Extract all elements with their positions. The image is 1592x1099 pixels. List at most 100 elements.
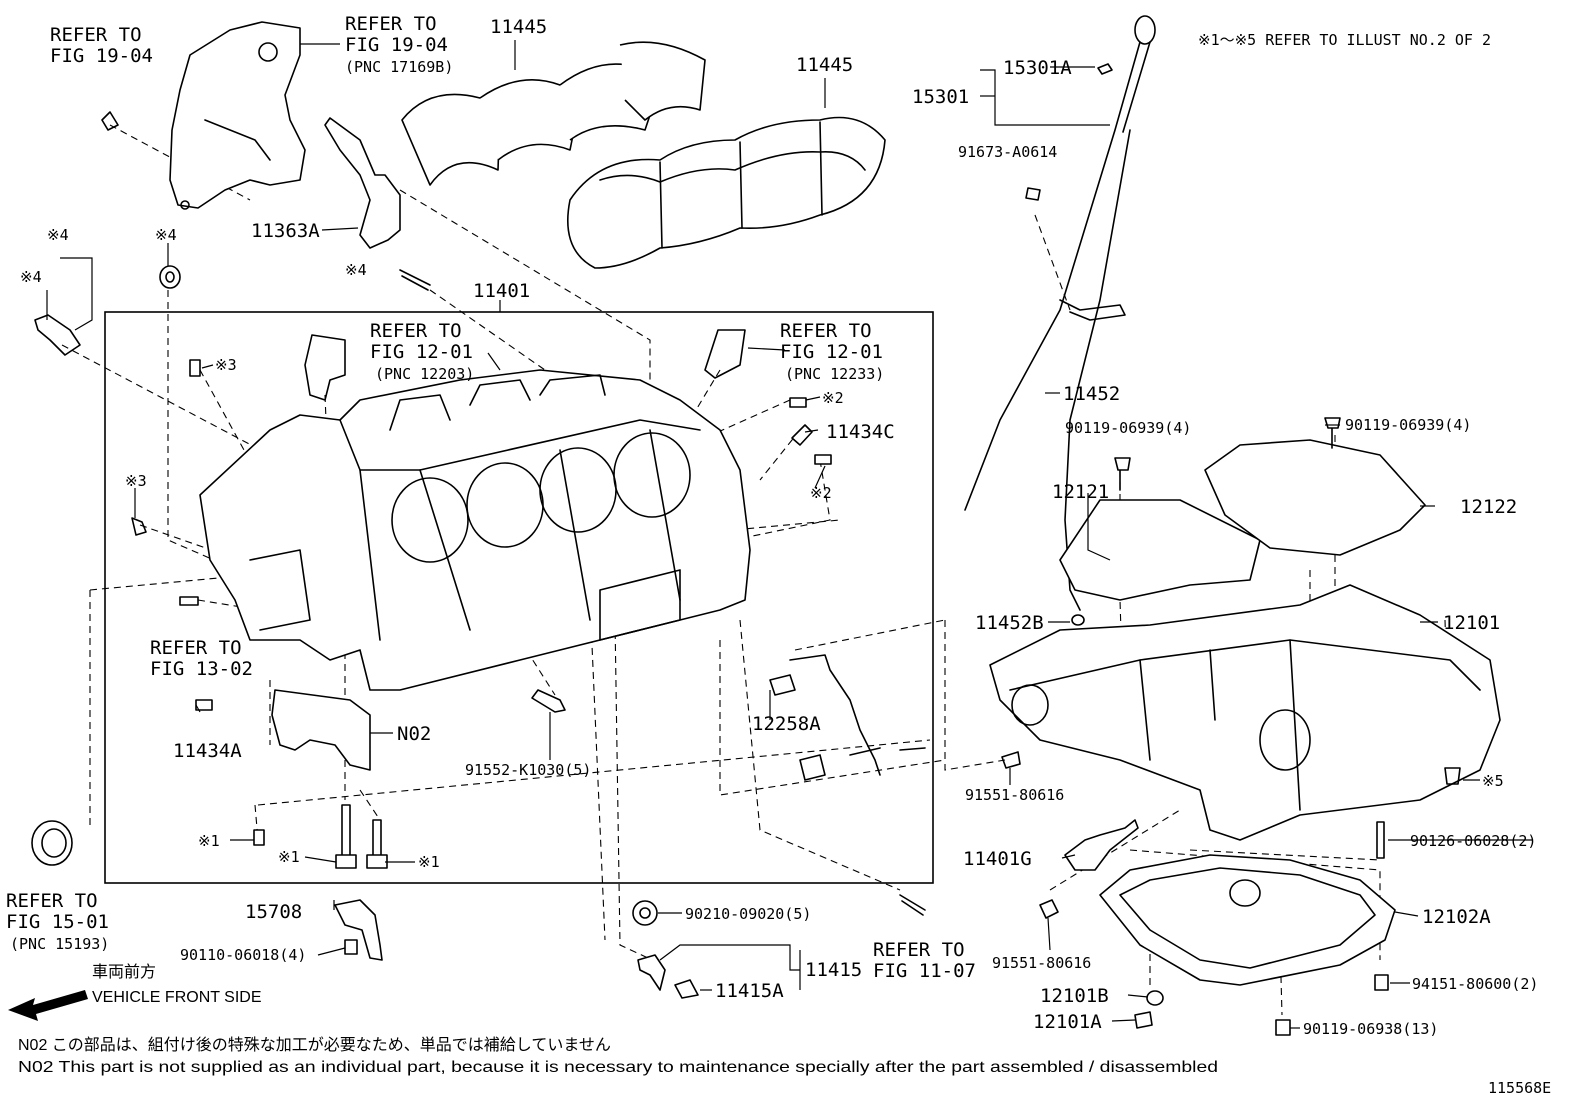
part-label-90119-06939-b[interactable]: 90119-06939(4) bbox=[1345, 416, 1471, 434]
sensor-cap-right bbox=[704, 329, 746, 379]
part-label-11415[interactable]: 11415 bbox=[805, 959, 862, 981]
front-direction-arrow-icon bbox=[8, 990, 88, 1021]
sensor-15708 bbox=[334, 899, 383, 961]
washer-90210 bbox=[632, 900, 658, 926]
ref-fig-15-01-line2[interactable]: FIG 15-01 bbox=[6, 911, 109, 933]
part-label-15301a[interactable]: 15301A bbox=[1003, 57, 1072, 79]
stud-11-07 bbox=[899, 894, 926, 916]
ref-fig-12-01-b-line1[interactable]: REFER TO bbox=[780, 320, 872, 342]
oil-pan-lower bbox=[1099, 854, 1396, 986]
ref-fig-19-04-b-line3: (PNC 17169B) bbox=[345, 58, 453, 76]
dipstick bbox=[964, 15, 1156, 626]
solid-leaders bbox=[46, 40, 1532, 1029]
mark-3-b: ※3 bbox=[125, 472, 147, 490]
part-label-90119-06939-a[interactable]: 90119-06939(4) bbox=[1065, 419, 1191, 437]
part-label-11445-b[interactable]: 11445 bbox=[796, 54, 853, 76]
bracket-11363a bbox=[324, 117, 401, 249]
ref-fig-12-01-a-line2[interactable]: FIG 12-01 bbox=[370, 341, 473, 363]
part-label-12101a[interactable]: 12101A bbox=[1033, 1011, 1102, 1033]
cap-bolts bbox=[253, 804, 388, 869]
part-label-91551-80616-b[interactable]: 91551-80616 bbox=[992, 954, 1091, 972]
part-label-11434a[interactable]: 11434A bbox=[173, 740, 242, 762]
ref-fig-11-07-line2[interactable]: FIG 11-07 bbox=[873, 960, 976, 982]
drain-plug-12101a bbox=[1134, 1011, 1153, 1029]
ref-fig-12-01-a-line1[interactable]: REFER TO bbox=[370, 320, 462, 342]
part-label-15301[interactable]: 15301 bbox=[912, 86, 969, 108]
bearing-shells-lower bbox=[567, 116, 886, 269]
part-label-11434c[interactable]: 11434C bbox=[826, 421, 895, 443]
mark-3-a: ※3 bbox=[215, 356, 237, 374]
ref-fig-19-04-a-line2[interactable]: FIG 19-04 bbox=[50, 45, 153, 67]
mark-1-c: ※1 bbox=[418, 853, 440, 871]
mark-1-a: ※1 bbox=[198, 832, 220, 850]
part-label-90210-09020[interactable]: 90210-09020(5) bbox=[685, 905, 811, 923]
part-label-91552-k1030[interactable]: 91552-K1030(5) bbox=[465, 761, 591, 779]
ref-fig-12-01-a-line3: (PNC 12203) bbox=[375, 365, 474, 383]
bolt-m5 bbox=[1444, 767, 1461, 785]
vehicle-front-jp: 車両前方 bbox=[92, 963, 156, 981]
part-label-11452b[interactable]: 11452B bbox=[975, 612, 1044, 634]
part-label-12121[interactable]: 12121 bbox=[1052, 481, 1109, 503]
bearing-shells-upper bbox=[401, 41, 706, 186]
ref-fig-19-04-a-line1[interactable]: REFER TO bbox=[50, 24, 142, 46]
part-label-n02[interactable]: N02 bbox=[397, 723, 431, 745]
part-label-90119-06938[interactable]: 90119-06938(13) bbox=[1303, 1020, 1438, 1038]
part-label-11415a[interactable]: 11415A bbox=[715, 980, 784, 1002]
fitting-11415 bbox=[637, 954, 699, 999]
ref-fig-13-02-line2[interactable]: FIG 13-02 bbox=[150, 658, 253, 680]
part-label-12101[interactable]: 12101 bbox=[1443, 612, 1500, 634]
part-label-90110-06018[interactable]: 90110-06018(4) bbox=[180, 946, 306, 964]
ref-fig-15-01-line1[interactable]: REFER TO bbox=[6, 890, 98, 912]
mark-4-c: ※4 bbox=[155, 226, 177, 244]
note-n02-jp: N02 この部品は、組付け後の特殊な加工が必要なため、単品では補給していません bbox=[18, 1036, 611, 1054]
nut-94151 bbox=[1374, 974, 1389, 991]
part-label-11363a[interactable]: 11363A bbox=[251, 220, 320, 242]
part-label-12102a[interactable]: 12102A bbox=[1422, 906, 1491, 928]
bearing-cap-n02 bbox=[271, 689, 371, 771]
gasket-12101b bbox=[1146, 990, 1164, 1006]
ref-fig-11-07-line1[interactable]: REFER TO bbox=[873, 939, 965, 961]
bolt-m3 bbox=[131, 517, 147, 536]
part-label-11401[interactable]: 11401 bbox=[473, 280, 530, 302]
part-label-12101b[interactable]: 12101B bbox=[1040, 985, 1109, 1007]
part-label-91551-80616-a[interactable]: 91551-80616 bbox=[965, 786, 1064, 804]
bolt-90119-06938 bbox=[1275, 1019, 1291, 1036]
part-label-90126-06028[interactable]: 90126-06028(2) bbox=[1410, 832, 1536, 850]
stud-90126 bbox=[1376, 821, 1385, 859]
oil-pan-upper bbox=[989, 584, 1501, 841]
pin-m2b bbox=[814, 454, 832, 465]
ref-fig-12-01-b-line3: (PNC 12233) bbox=[785, 365, 884, 383]
bolt-91551-b bbox=[1039, 899, 1059, 919]
ref-fig-12-01-b-line2[interactable]: FIG 12-01 bbox=[780, 341, 883, 363]
ref-fig-19-04-b-line2[interactable]: FIG 19-04 bbox=[345, 34, 448, 56]
pin-m3 bbox=[189, 359, 201, 377]
ref-fig-15-01-line3: (PNC 15193) bbox=[10, 935, 109, 953]
ref-fig-13-02-line1[interactable]: REFER TO bbox=[150, 637, 242, 659]
part-label-91673-a0614[interactable]: 91673-A0614 bbox=[958, 143, 1057, 161]
hose-fitting bbox=[34, 314, 81, 356]
mark-1-b: ※1 bbox=[278, 848, 300, 866]
bolt-91552 bbox=[531, 689, 566, 713]
mark-5: ※5 bbox=[1482, 772, 1504, 790]
block-assembly-frame bbox=[104, 311, 934, 884]
part-label-11401g[interactable]: 11401G bbox=[963, 848, 1032, 870]
bolt-90119-a bbox=[1114, 457, 1131, 491]
pin-left bbox=[179, 596, 199, 606]
diagram-id: 115568E bbox=[1488, 1079, 1551, 1097]
baffle-12122 bbox=[1204, 439, 1426, 556]
part-label-11452[interactable]: 11452 bbox=[1063, 383, 1120, 405]
part-label-12122[interactable]: 12122 bbox=[1460, 496, 1517, 518]
note-n02-en: N02 This part is not supplied as an indi… bbox=[18, 1059, 1218, 1076]
part-label-11445-a[interactable]: 11445 bbox=[490, 16, 547, 38]
part-label-12258a[interactable]: 12258A bbox=[752, 713, 821, 735]
oil-seal bbox=[31, 820, 73, 866]
mark-4-a: ※4 bbox=[47, 226, 69, 244]
part-label-94151-80600[interactable]: 94151-80600(2) bbox=[1412, 975, 1538, 993]
pin-11434c bbox=[791, 424, 813, 446]
part-label-15708[interactable]: 15708 bbox=[245, 901, 302, 923]
ref-fig-19-04-b-line1[interactable]: REFER TO bbox=[345, 13, 437, 35]
mark-4-b: ※4 bbox=[20, 268, 42, 286]
stud bbox=[399, 269, 431, 291]
upper-bracket bbox=[101, 21, 306, 210]
